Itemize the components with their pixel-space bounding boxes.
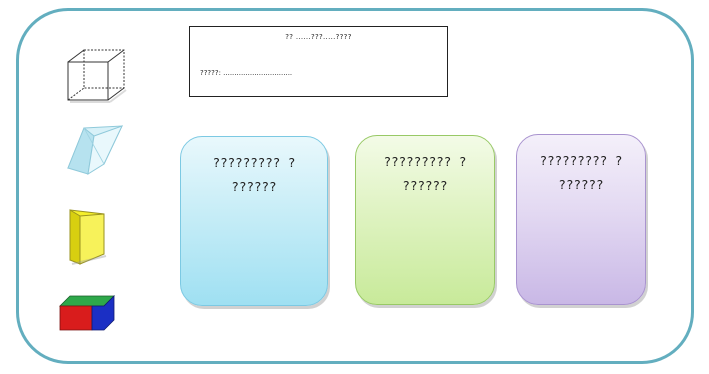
- name-box: ?? ......???.....???? ?????: ...........…: [189, 26, 448, 97]
- card-blue-line1: ????????? ?: [181, 151, 327, 175]
- card-blue-line2: ??????: [181, 175, 327, 199]
- triangular-prism-yellow-icon: [64, 204, 110, 266]
- cube-wireframe-icon: [62, 44, 132, 106]
- card-green-line2: ??????: [356, 174, 494, 198]
- card-green-line1: ????????? ?: [356, 150, 494, 174]
- card-purple-line1: ????????? ?: [517, 149, 645, 173]
- card-purple: ????????? ? ??????: [516, 134, 646, 305]
- name-line: ?????: ...............................: [200, 69, 292, 77]
- card-green: ????????? ? ??????: [355, 135, 495, 305]
- card-purple-line2: ??????: [517, 173, 645, 197]
- name-box-title: ?? ......???.....????: [190, 33, 447, 41]
- cuboid-colored-icon: [56, 292, 118, 334]
- triangular-prism-transparent-icon: [64, 122, 128, 178]
- card-blue: ????????? ? ??????: [180, 136, 328, 306]
